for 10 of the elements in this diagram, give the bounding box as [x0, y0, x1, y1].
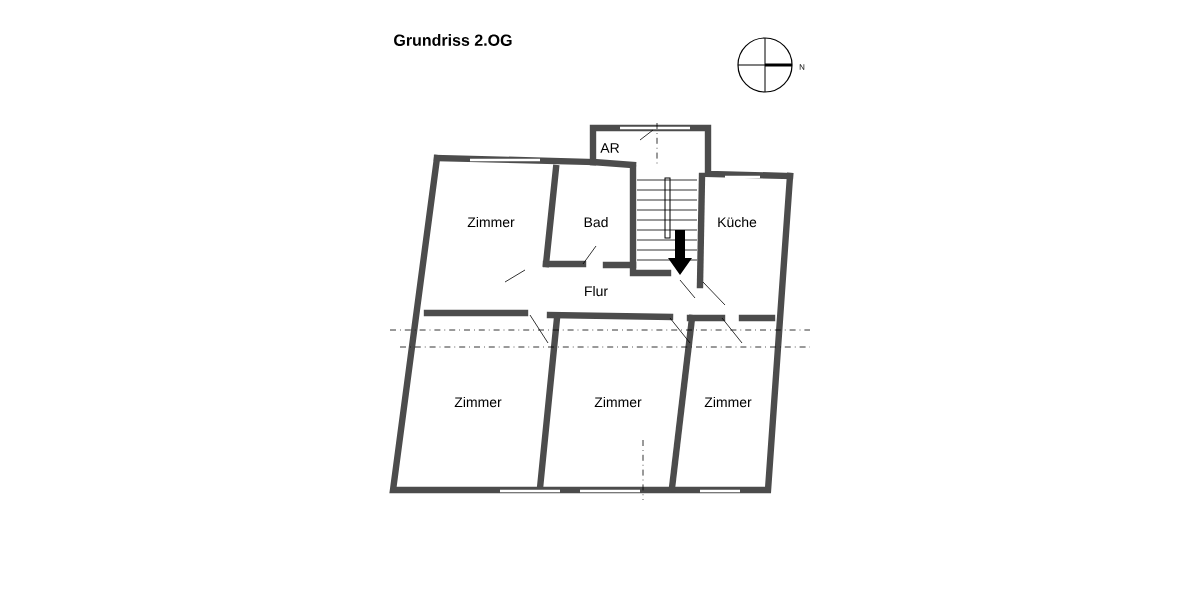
- room-label: Flur: [582, 284, 610, 298]
- compass-label: N: [798, 63, 806, 71]
- room-label: Zimmer: [593, 395, 643, 409]
- room-label: Zimmer: [703, 395, 753, 409]
- room-label: Küche: [716, 215, 758, 229]
- room-label: Bad: [582, 215, 610, 229]
- room-label: Zimmer: [466, 215, 516, 229]
- room-label: Zimmer: [453, 395, 503, 409]
- title: Grundriss 2.OG: [394, 34, 512, 46]
- room-label: AR: [599, 142, 621, 154]
